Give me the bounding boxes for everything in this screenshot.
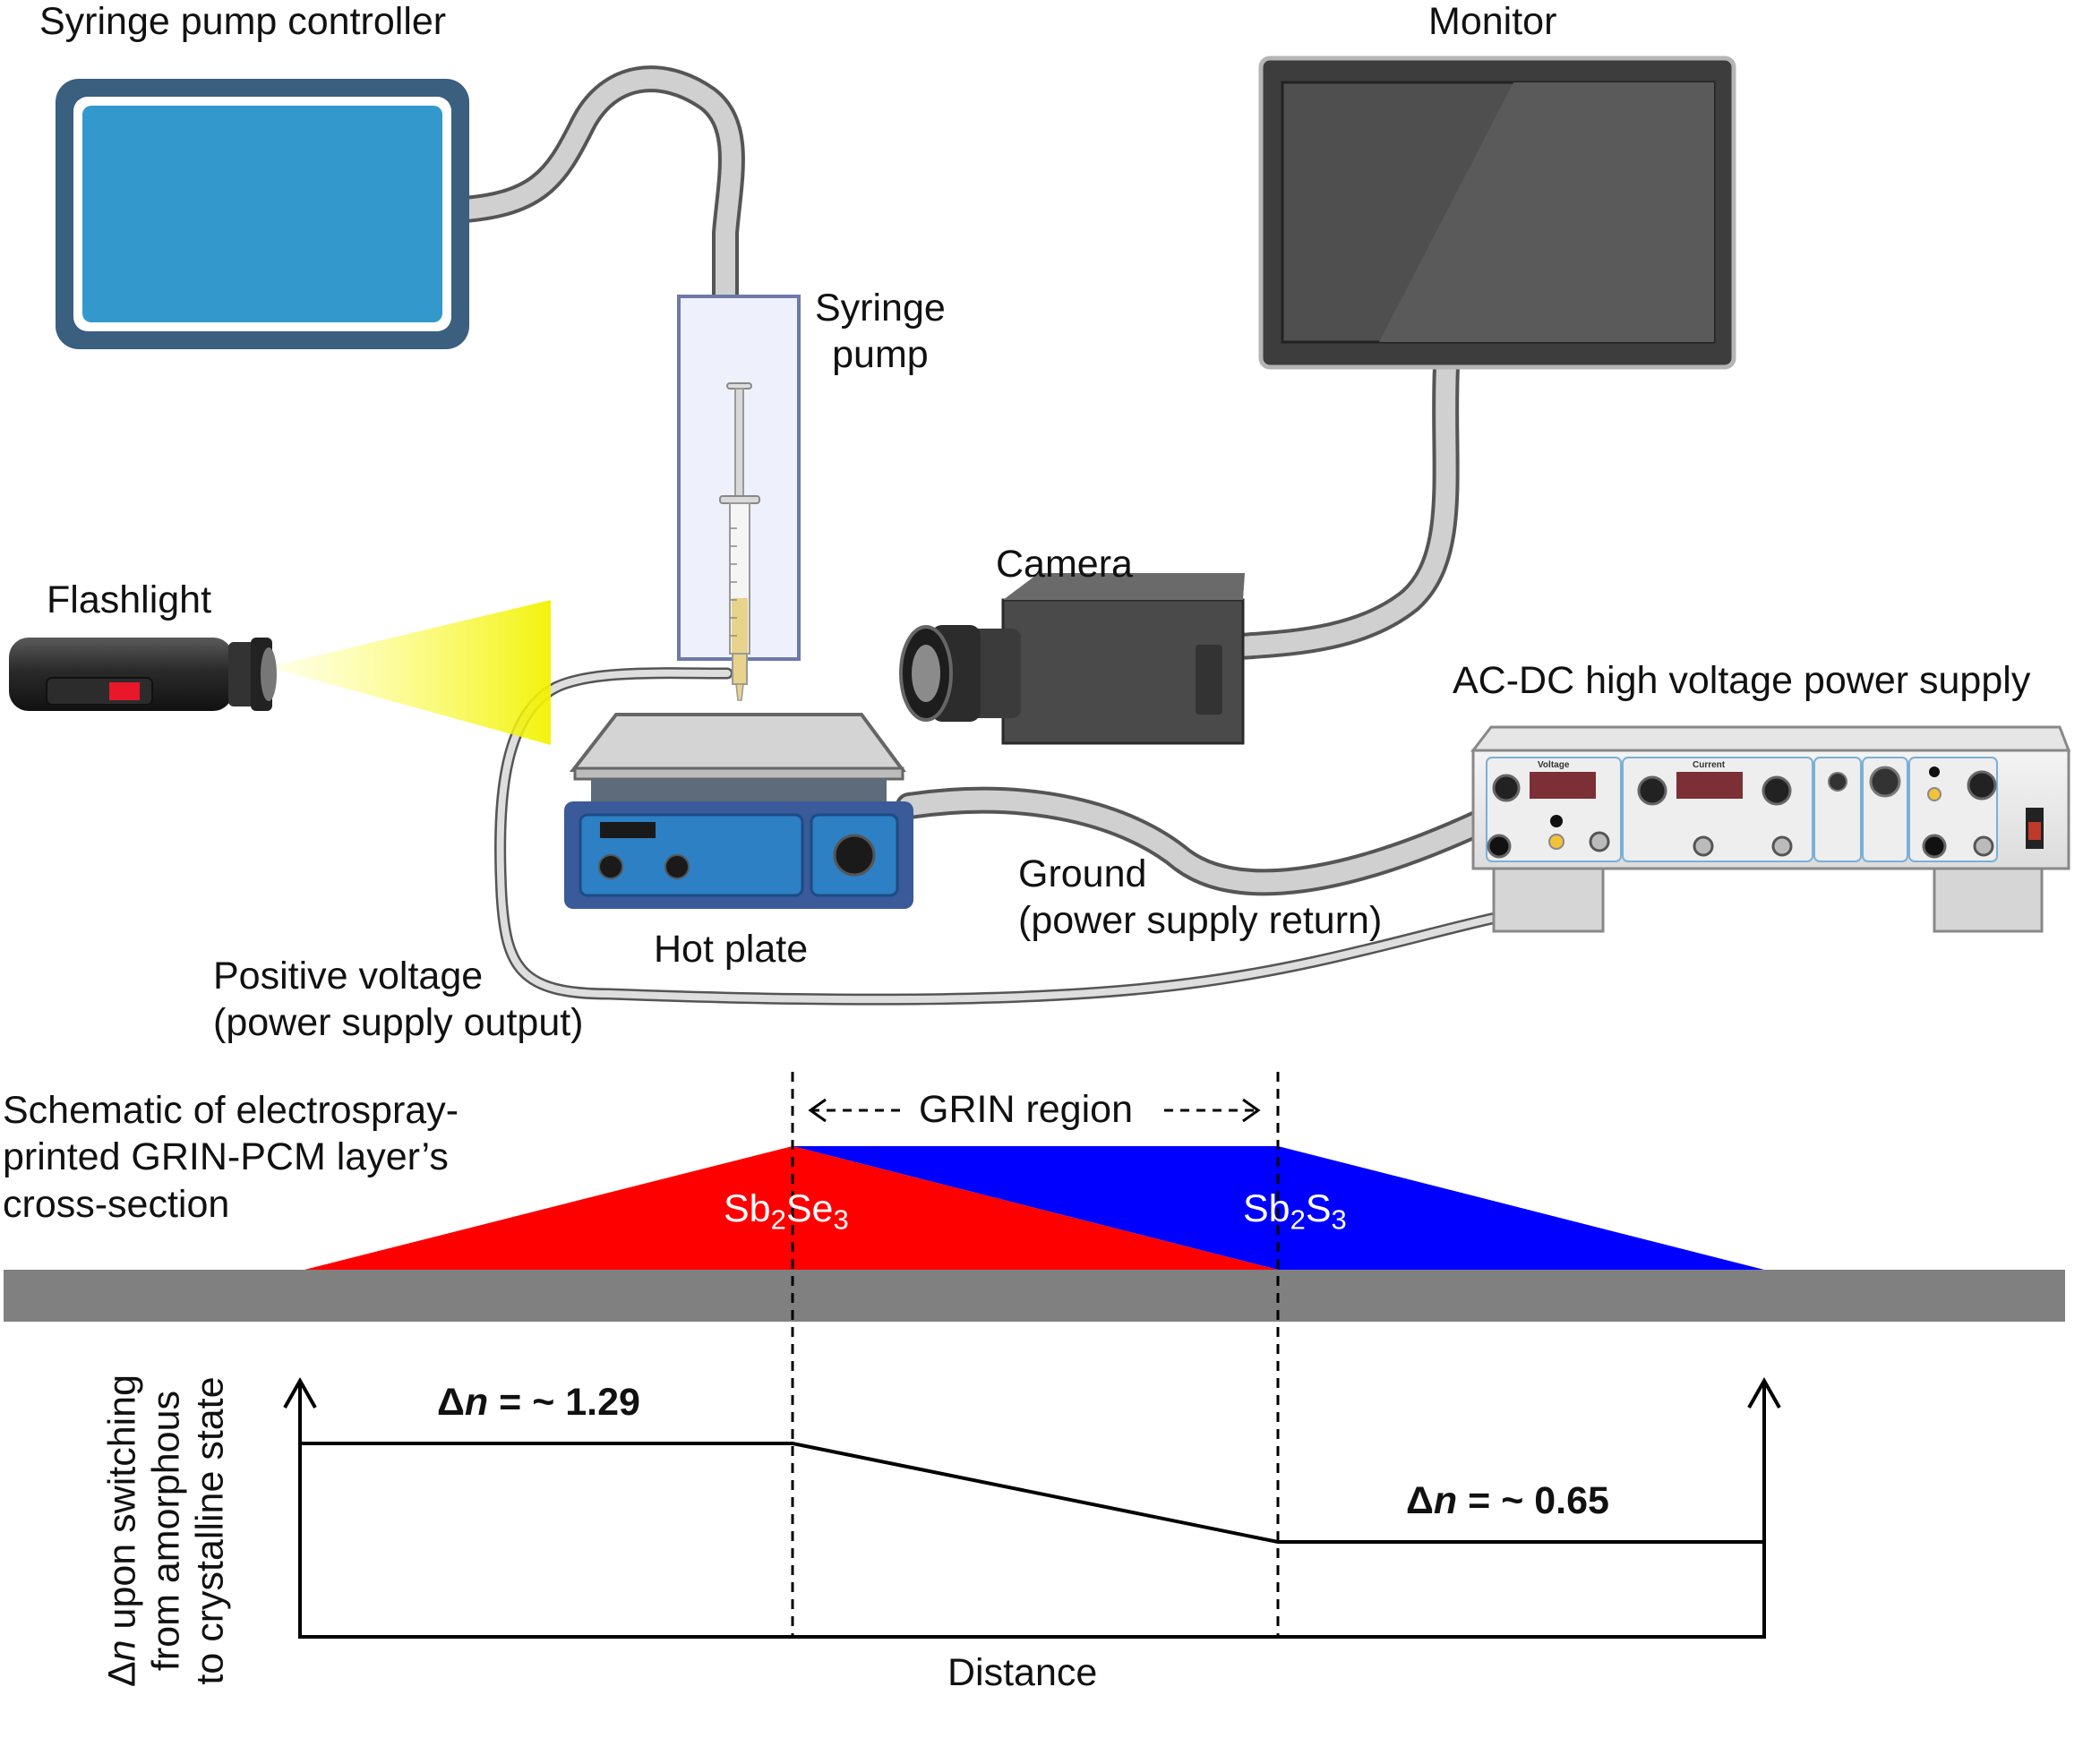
sb2se3-sub2: 3	[833, 1203, 849, 1236]
camera	[899, 573, 1245, 745]
syringe-pump-label-line2: pump	[832, 333, 929, 377]
monitor-label: Monitor	[1428, 0, 1557, 43]
right-annot-symbol: Δ	[1406, 1479, 1434, 1522]
left-annot-symbol: Δ	[437, 1381, 465, 1424]
monitor	[1258, 56, 1736, 370]
right-delta-n-annotation: Δn = ~ 0.65	[1406, 1477, 1609, 1524]
sb2s3-sub1: 2	[1290, 1203, 1306, 1236]
camera-label: Camera	[996, 543, 1133, 586]
sb2se3-base: Sb	[724, 1187, 771, 1230]
flashlight-label: Flashlight	[47, 578, 212, 621]
setup-diagram: Voltage Current	[4, 56, 2071, 1639]
sb2se3-mid: Se	[785, 1187, 834, 1230]
ground-cable	[896, 786, 1500, 896]
positive-voltage-label: Positive voltage (power supply output)	[213, 953, 584, 1047]
controller-to-pump-cable	[439, 65, 745, 313]
positive-voltage-label-line2: (power supply output)	[213, 1001, 584, 1045]
hot-plate	[564, 713, 913, 909]
sb2s3-label: Sb2S3	[1243, 1186, 1347, 1237]
voltage-panel-label: Voltage	[1538, 760, 1570, 770]
cross-section-caption-line3: cross-section	[3, 1182, 230, 1226]
current-panel-label: Current	[1693, 760, 1726, 770]
sb2s3-base: Sb	[1243, 1187, 1290, 1230]
y-axis-right-arrowhead	[1747, 1376, 1781, 1409]
ground-label: Ground (power supply return)	[1018, 851, 1382, 945]
y-axis-label-line2: from amorphous	[144, 1390, 188, 1672]
left-annot-value: = ~ 1.29	[488, 1381, 640, 1424]
y-axis-label-line1: Δn upon switching	[100, 1374, 144, 1688]
ground-label-line1: Ground	[1018, 852, 1147, 895]
grin-region-label: GRIN region	[919, 1088, 1133, 1131]
hot-plate-label: Hot plate	[654, 928, 809, 971]
sb2se3-sub1: 2	[770, 1203, 786, 1236]
y-axis-label: Δn upon switching from amorphous to crys…	[100, 1298, 232, 1764]
sb2s3-mid: S	[1305, 1187, 1332, 1230]
delta-n-series-line	[300, 1442, 1764, 1544]
flashlight	[9, 600, 551, 745]
positive-voltage-label-line1: Positive voltage	[213, 955, 484, 998]
cross-section-caption-line2: printed GRIN-PCM layer’s	[3, 1135, 449, 1179]
y-axis-left-arrowhead	[283, 1376, 317, 1409]
grin-region-arrow	[808, 1098, 1261, 1123]
x-axis-label: Distance	[947, 1651, 1098, 1694]
right-annot-value: = ~ 0.65	[1457, 1479, 1609, 1522]
cross-section	[4, 1072, 2065, 1639]
monitor-to-camera-cable	[1227, 354, 1460, 660]
y-axis-label-line3: to crystalline state	[188, 1376, 232, 1685]
syringe-pump-label: Syringe pump	[815, 285, 946, 379]
left-annot-var: n	[464, 1381, 489, 1424]
delta-n-plot	[283, 1376, 1781, 1639]
syringe-pump-controller-label: Syringe pump controller	[39, 0, 447, 43]
power-supply-label: AC-DC high voltage power supply	[1453, 659, 2031, 702]
cross-section-caption-line1: Schematic of electrospray-	[3, 1089, 459, 1132]
ground-label-line2: (power supply return)	[1018, 899, 1383, 943]
syringe-pump	[677, 295, 801, 701]
positive-voltage-cable	[494, 667, 1502, 1006]
left-delta-n-annotation: Δn = ~ 1.29	[437, 1379, 640, 1426]
substrate	[4, 1270, 2065, 1322]
sb2s3-sub2: 3	[1331, 1203, 1347, 1236]
syringe-pump-label-line1: Syringe	[815, 287, 946, 330]
cross-section-caption: Schematic of electrospray- printed GRIN-…	[3, 1087, 459, 1228]
right-annot-var: n	[1433, 1479, 1458, 1522]
syringe-pump-controller	[56, 79, 469, 349]
sb2se3-label: Sb2Se3	[724, 1186, 849, 1237]
power-supply: Voltage Current	[1470, 725, 2071, 933]
